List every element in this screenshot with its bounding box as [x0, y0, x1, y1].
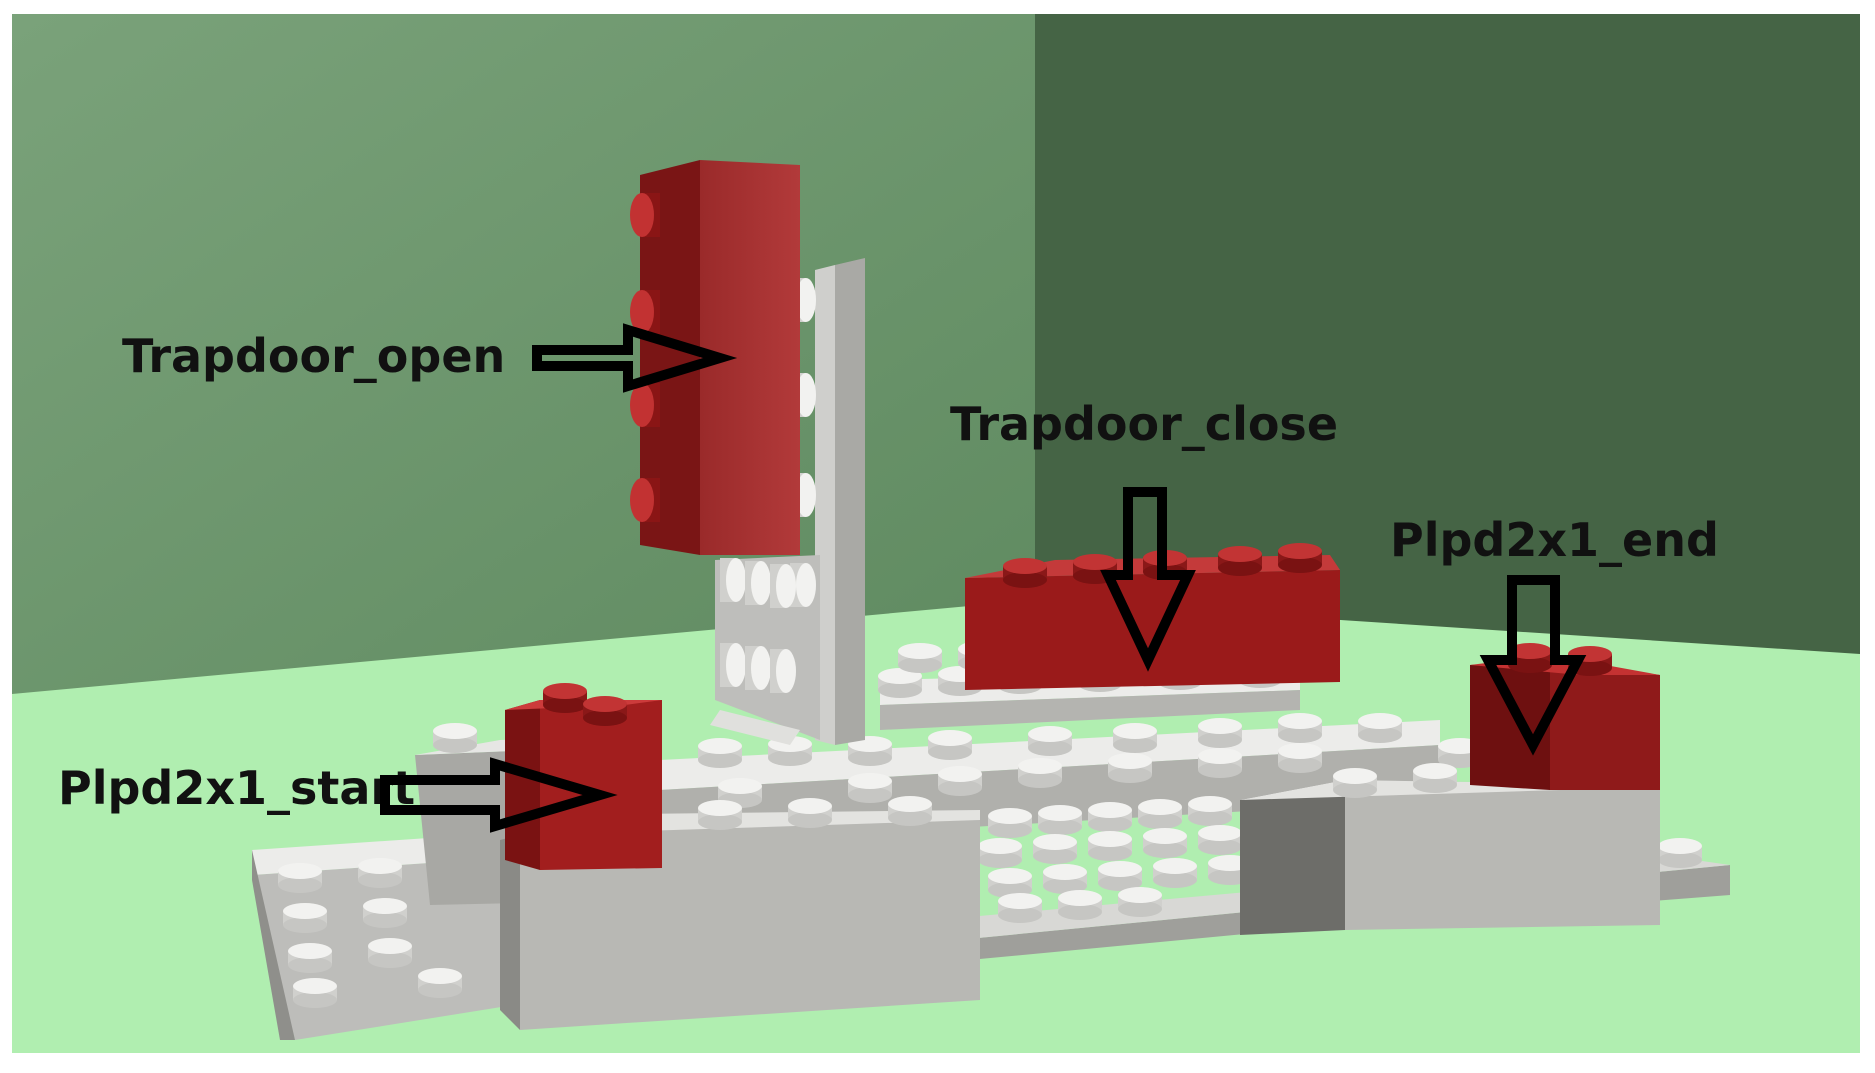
arrow-trapdoor-close: [1100, 487, 1196, 672]
trapdoor-open-brick: [630, 160, 800, 555]
label-trapdoor-open: Trapdoor_open: [122, 329, 505, 383]
plpd-end-brick: [1470, 643, 1660, 790]
vertical-grey-plate: [710, 258, 865, 745]
arrow-plpd-end: [1479, 575, 1587, 756]
arrow-plpd-start: [380, 757, 618, 833]
arrow-trapdoor-open: [532, 323, 738, 393]
wall-right: [1035, 14, 1860, 654]
trapdoor-close-brick: [965, 543, 1340, 690]
plpd-start-brick: [505, 683, 662, 870]
label-plpd-start: Plpd2x1_start: [58, 761, 415, 815]
front-grey-block-right: [1240, 758, 1660, 935]
label-trapdoor-close: Trapdoor_close: [950, 397, 1338, 451]
label-plpd-end: Plpd2x1_end: [1390, 513, 1719, 567]
